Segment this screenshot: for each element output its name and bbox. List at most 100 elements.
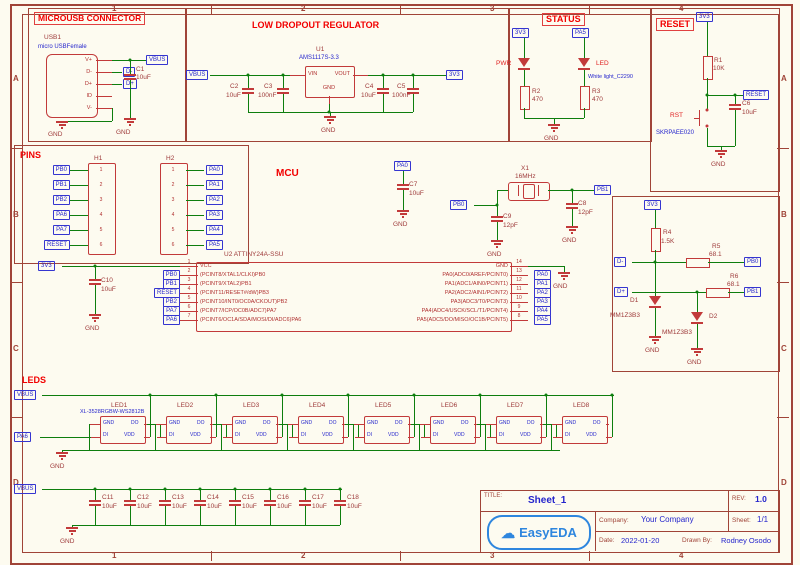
net-flag[interactable]: PA6 xyxy=(163,315,180,325)
net-flag[interactable]: PA4 xyxy=(206,225,223,235)
net-flag-pa5[interactable]: PA5 xyxy=(572,28,589,38)
net-flag-dminus[interactable]: D- xyxy=(123,67,136,77)
net-flag-dminus[interactable]: D- xyxy=(614,257,627,267)
led-cell: LED1 GND DO DI VDD xyxy=(89,393,166,457)
net-flag[interactable]: RESET xyxy=(43,240,70,250)
h1-row: PA7 5 xyxy=(30,224,130,239)
frame-row-label: A xyxy=(781,74,787,83)
wire xyxy=(165,489,166,500)
net-flag-vbus[interactable]: VBUS xyxy=(14,390,37,400)
r2-ref: R2 xyxy=(532,88,541,95)
led-body[interactable] xyxy=(298,416,344,444)
cap-cell: C11 10uF xyxy=(89,487,129,529)
section-reset xyxy=(650,8,780,192)
crystal-x1-body[interactable] xyxy=(508,182,550,201)
pin-stub xyxy=(355,437,364,438)
net-flag-pb0[interactable]: PB0 xyxy=(744,257,762,267)
led-body[interactable] xyxy=(562,416,608,444)
c10-value: 10uF xyxy=(101,286,116,293)
pin-stub xyxy=(144,437,150,438)
wire xyxy=(345,424,358,425)
led-body[interactable] xyxy=(166,416,212,444)
net-flag[interactable]: PA6 xyxy=(53,210,70,220)
led-pin-di: DI xyxy=(301,432,306,438)
cap-value: 10uF xyxy=(312,503,327,510)
net-flag[interactable]: PA2 xyxy=(206,195,223,205)
header-h2-body[interactable] xyxy=(160,163,188,255)
led-body[interactable] xyxy=(100,416,146,444)
net-flag-pb1[interactable]: PB1 xyxy=(744,287,762,297)
wire xyxy=(112,84,122,85)
net-flag-reset[interactable]: RESET xyxy=(743,90,770,100)
wire xyxy=(497,222,498,240)
pin-stub xyxy=(223,437,232,438)
pin-name: VCC xyxy=(200,263,212,269)
cap-ref: C12 xyxy=(137,494,149,501)
capacitor-plate xyxy=(242,92,254,94)
pin-stub xyxy=(510,275,528,276)
resistor-r5[interactable] xyxy=(686,258,710,268)
pin-stub xyxy=(289,437,298,438)
net-flag[interactable]: PB0 xyxy=(52,165,70,175)
switch-contact xyxy=(705,124,709,128)
net-flag[interactable]: PB2 xyxy=(52,195,70,205)
u1-regulator-body[interactable] xyxy=(305,66,355,98)
led-body[interactable] xyxy=(430,416,476,444)
wire xyxy=(248,94,249,112)
easyeda-cloud-icon: ☁ xyxy=(501,524,516,541)
resistor-r2[interactable] xyxy=(520,86,530,110)
wire xyxy=(524,70,525,86)
net-flag-vbus[interactable]: VBUS xyxy=(14,484,37,494)
wire xyxy=(358,424,359,437)
net-flag[interactable]: PA7 xyxy=(53,225,70,235)
pin-stub xyxy=(89,424,100,425)
led-symbol[interactable] xyxy=(578,58,590,67)
zener-d1-symbol[interactable] xyxy=(649,296,661,305)
c2-ref: C2 xyxy=(230,83,239,90)
rst-ref: RST xyxy=(670,112,683,119)
resistor-r3[interactable] xyxy=(580,86,590,110)
net-flag[interactable]: PA5 xyxy=(534,315,551,325)
wire xyxy=(200,506,201,525)
led-body[interactable] xyxy=(496,416,542,444)
led-body[interactable] xyxy=(364,416,410,444)
net-flag-3v3[interactable]: 3V3 xyxy=(644,200,661,210)
sheet-title: Sheet_1 xyxy=(528,495,567,506)
net-flag-3v3[interactable]: 3V3 xyxy=(696,12,713,22)
zener-d2-symbol[interactable] xyxy=(691,312,703,321)
net-flag[interactable]: PA3 xyxy=(206,210,223,220)
capacitor-plate xyxy=(124,500,136,502)
usb-connector-body[interactable] xyxy=(46,54,98,118)
c3-value: 100nF xyxy=(258,92,277,99)
resistor-r4[interactable] xyxy=(651,228,661,252)
net-flag-3v3[interactable]: 3V3 xyxy=(512,28,529,38)
net-flag-vbus[interactable]: VBUS xyxy=(146,55,169,65)
net-flag-3v3[interactable]: 3V3 xyxy=(38,261,55,271)
switch-actuator[interactable] xyxy=(699,110,700,126)
wire xyxy=(735,95,736,104)
net-flag[interactable]: PA1 xyxy=(206,180,223,190)
net-flag-pa0[interactable]: PA0 xyxy=(394,161,411,171)
net-flag-pa6[interactable]: PA6 xyxy=(14,432,31,442)
junction xyxy=(327,110,331,114)
net-flag[interactable]: PA0 xyxy=(206,165,223,175)
resistor-r6[interactable] xyxy=(706,288,730,298)
net-flag-vbus[interactable]: VBUS xyxy=(186,70,209,80)
resistor-r1[interactable] xyxy=(703,56,713,80)
net-flag-dplus[interactable]: D+ xyxy=(614,287,628,297)
mcu-u2-body[interactable] xyxy=(196,262,512,332)
section-title-pins: PINS xyxy=(20,150,42,160)
net-flag-3v3[interactable]: 3V3 xyxy=(446,70,463,80)
h2-row: 3 PA2 xyxy=(160,194,270,209)
net-flag[interactable]: PB1 xyxy=(52,180,70,190)
header-h1-body[interactable] xyxy=(88,163,116,255)
led-symbol[interactable] xyxy=(518,58,530,67)
led-pin-do: DO xyxy=(329,420,337,426)
wire xyxy=(632,262,686,263)
led-body[interactable] xyxy=(232,416,278,444)
net-flag-pb1[interactable]: PB1 xyxy=(594,185,612,195)
pin-stub xyxy=(155,424,166,425)
net-flag[interactable]: PA5 xyxy=(206,240,223,250)
net-flag-pb0[interactable]: PB0 xyxy=(450,200,468,210)
pin-name: PA2(ADC2/AIN1/PCINT2) xyxy=(444,290,508,296)
